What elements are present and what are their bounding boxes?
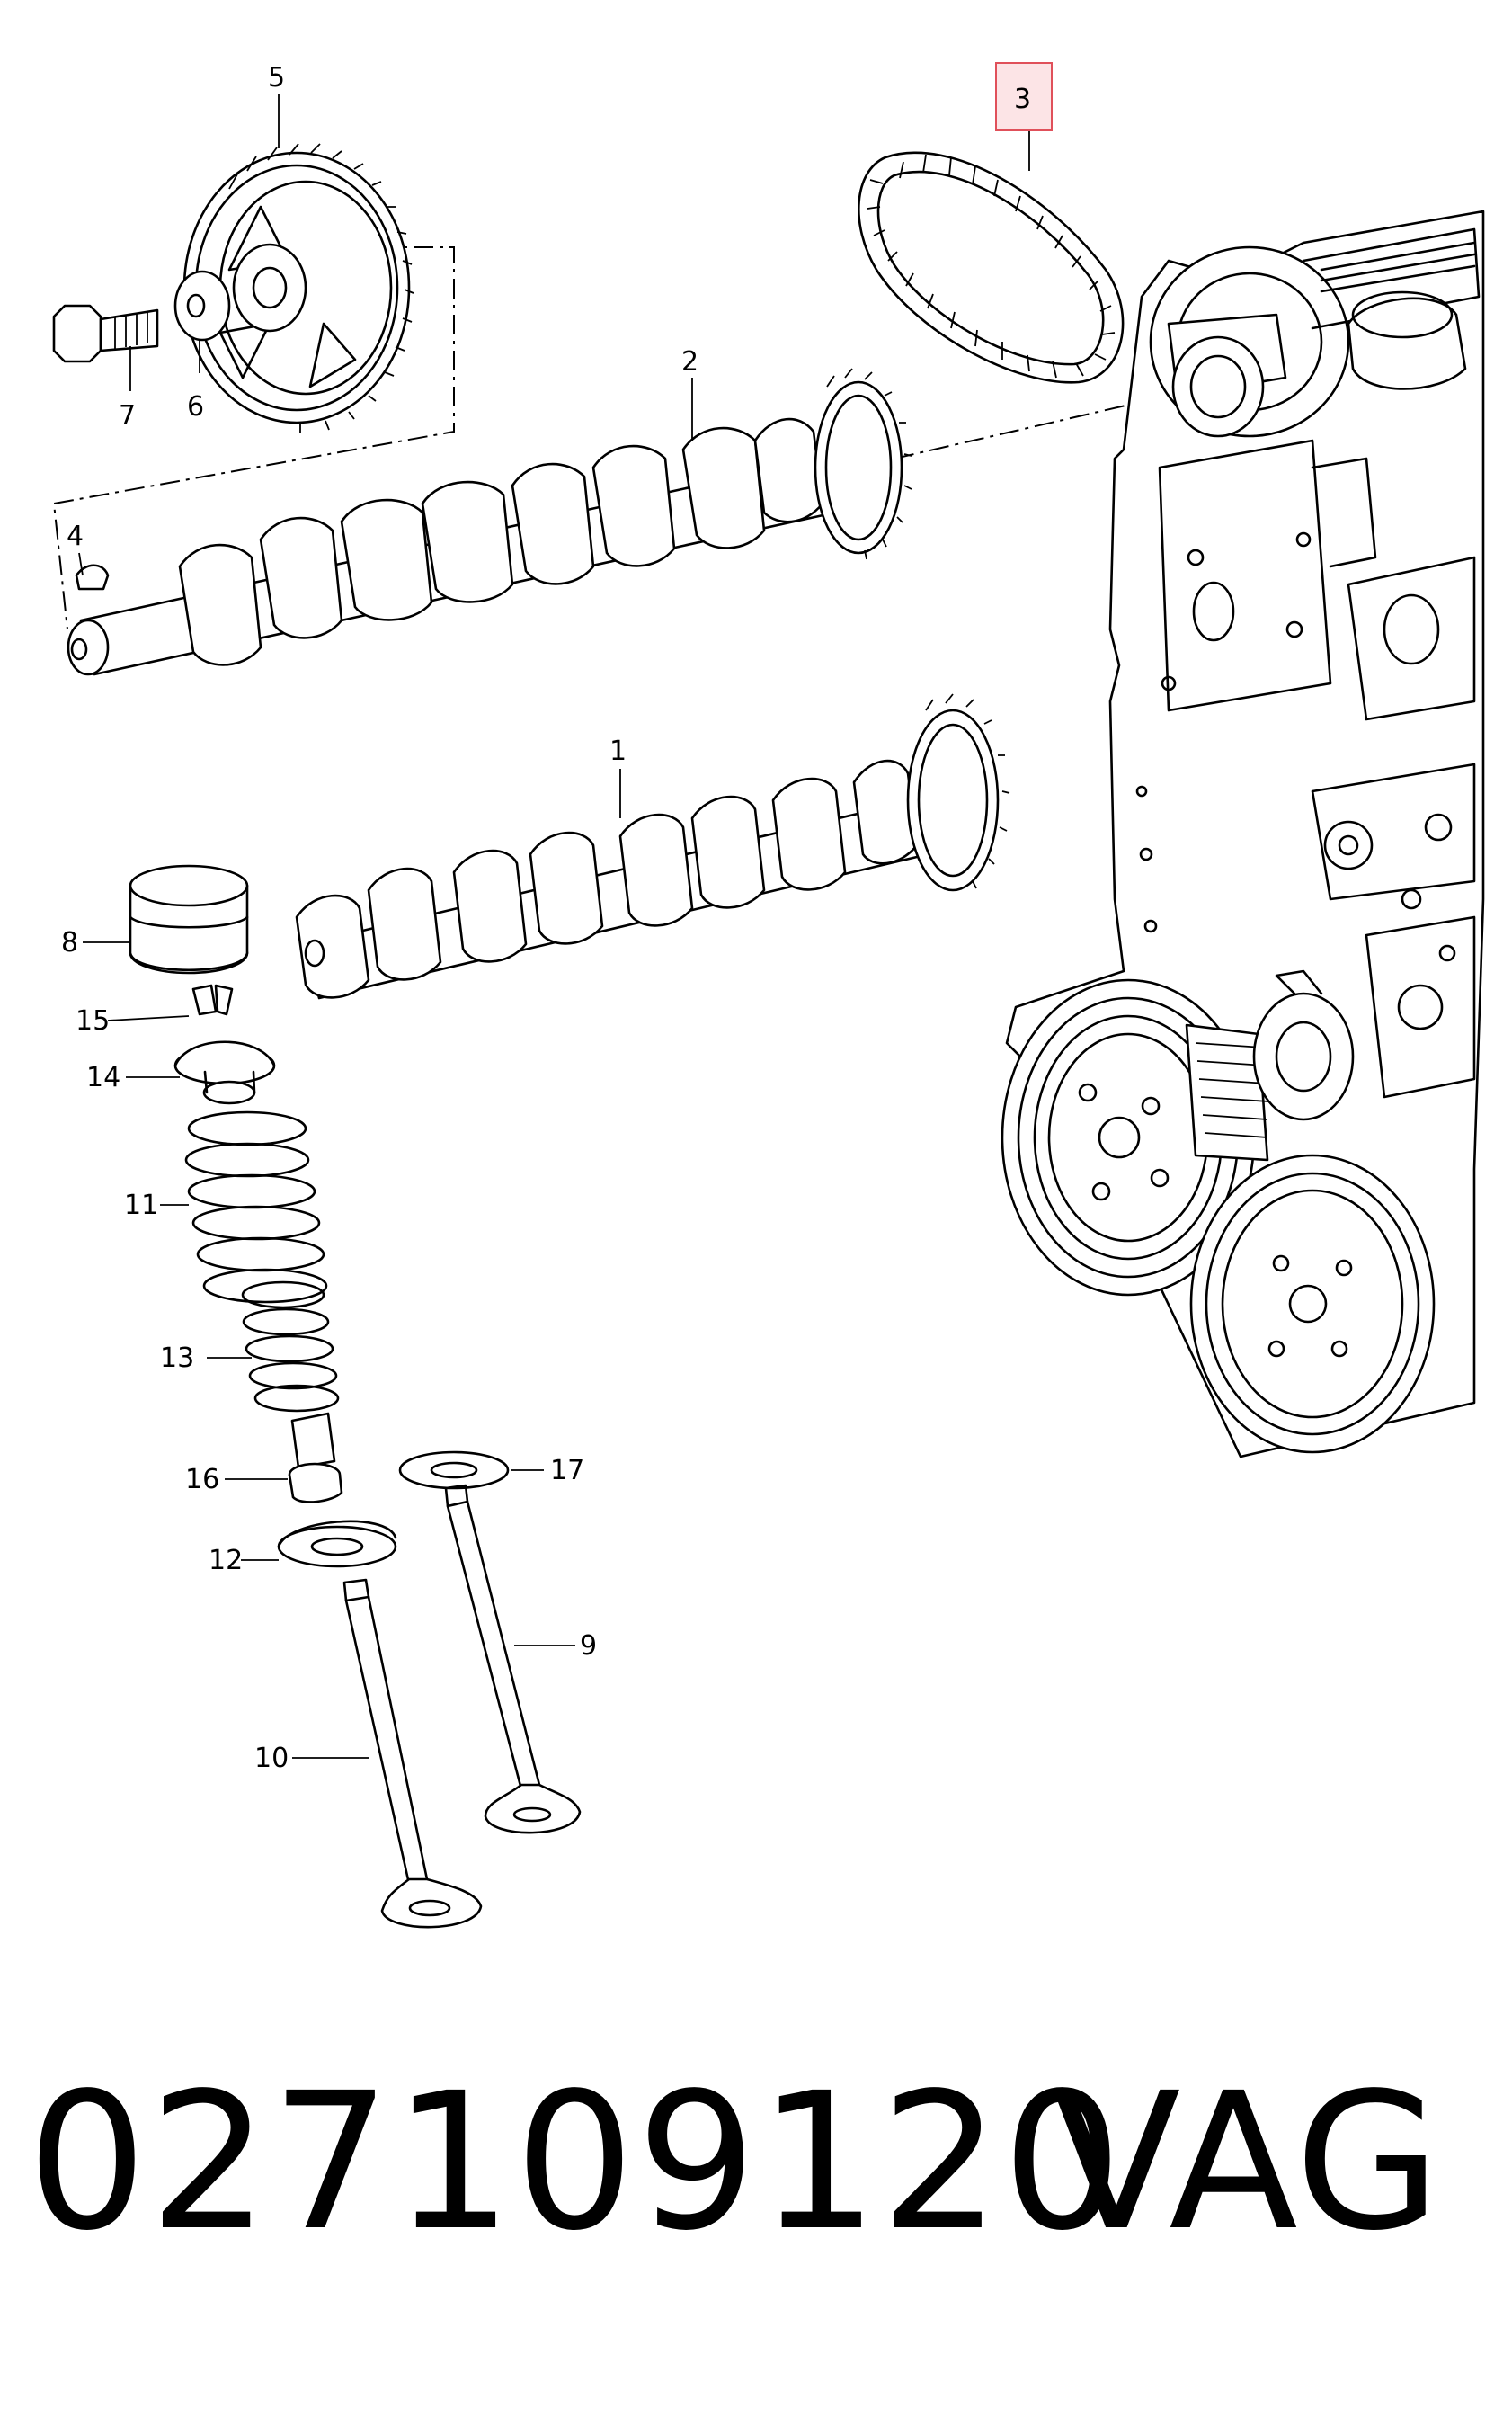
exploded-parts-diagram: 5 7 6 2 3 4 1 8 15 14 11 13 16 12 17 9 1… [52,62,1485,1929]
callout-3-highlight [995,62,1053,131]
callout-11[interactable]: 11 [124,1190,158,1221]
leader-lines [78,94,1030,1759]
footer: 027109120 VAG [27,2068,1483,2338]
sprocket-bolt [52,304,159,363]
callout-13[interactable]: 13 [160,1342,194,1374]
callout-1[interactable]: 1 [609,736,627,767]
idler-pulley [1252,969,1355,1121]
callout-12[interactable]: 12 [209,1545,243,1576]
valve-cotters [191,984,234,1016]
spring-retainer [173,1040,276,1105]
timing-chain [858,151,1125,384]
brand-name: VAG [1052,2052,1441,2272]
callout-9[interactable]: 9 [580,1630,597,1662]
callout-8[interactable]: 8 [61,927,78,959]
callout-4[interactable]: 4 [67,521,84,552]
callout-labels: 5 7 6 2 3 4 1 8 15 14 11 13 16 12 17 9 1… [61,62,1053,1774]
exhaust-valve [444,1484,582,1834]
valve-shim-washer [398,1450,510,1490]
vibration-damper [1189,1154,1436,1454]
callout-17[interactable]: 17 [550,1455,584,1486]
part-number: 027109120 [27,2052,1125,2272]
intake-valve [342,1578,483,1929]
callout-3[interactable]: 3 [1014,84,1031,115]
callout-2[interactable]: 2 [681,346,698,378]
camshaft-upper [67,368,912,676]
bucket-tappet [129,864,249,975]
callout-15[interactable]: 15 [76,1005,110,1037]
camshaft-lower [295,693,1010,1000]
callout-6[interactable]: 6 [187,391,204,423]
assembly-guide-lines [52,246,1170,630]
camshaft-sprocket [182,143,414,433]
callout-5[interactable]: 5 [268,62,285,94]
callout-10[interactable]: 10 [254,1743,289,1774]
outer-valve-spring [184,1110,328,1304]
spring-seat [277,1520,397,1568]
woodruff-key [75,564,110,591]
callout-14[interactable]: 14 [86,1062,120,1093]
sprocket-washer [173,270,231,342]
belt-sprocket [1185,1023,1269,1162]
callout-16[interactable]: 16 [185,1464,219,1495]
inner-valve-spring [241,1280,340,1413]
callout-7[interactable]: 7 [119,400,136,432]
valve-stem-seal [288,1412,343,1503]
